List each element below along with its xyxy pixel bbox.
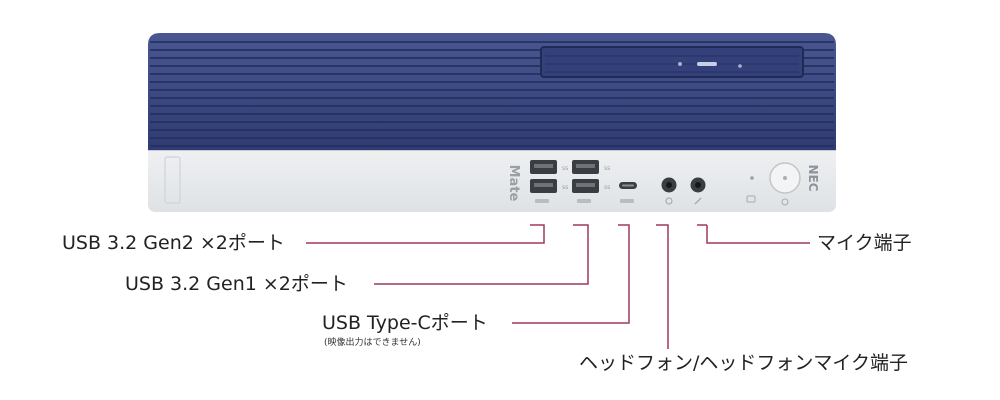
emergency-eject-hole-icon bbox=[738, 64, 742, 68]
usb-gen2-ports: ss ss bbox=[530, 160, 568, 203]
callout-usb-gen1: USB 3.2 Gen1 ×2ポート bbox=[125, 273, 348, 295]
leader-mic bbox=[697, 224, 810, 244]
usb-ss-icon: ss bbox=[604, 165, 610, 172]
drive-access-icon bbox=[746, 195, 756, 203]
mate-logo: Mate bbox=[506, 165, 521, 202]
callout-headphone: ヘッドフォン/ヘッドフォンマイク端子 bbox=[579, 352, 909, 374]
front-panel bbox=[148, 150, 836, 212]
vent-grille bbox=[150, 41, 834, 147]
headset-icon bbox=[665, 197, 673, 205]
power-button[interactable] bbox=[769, 162, 801, 194]
eject-button[interactable] bbox=[697, 62, 717, 66]
usb-ss-icon: ss bbox=[604, 184, 610, 191]
optical-drive-bay bbox=[540, 46, 804, 78]
usb-ss-icon: ss bbox=[562, 165, 568, 172]
leader-usb-gen2 bbox=[306, 224, 545, 244]
callout-mic: マイク端子 bbox=[817, 232, 912, 254]
usb-symbol-icon bbox=[577, 199, 591, 203]
usb-symbol-icon bbox=[535, 199, 549, 203]
usb-ss-icon: ss bbox=[562, 184, 568, 191]
leader-usb-gen1 bbox=[374, 224, 589, 285]
leader-headphone bbox=[656, 224, 669, 349]
leader-lines bbox=[306, 224, 810, 349]
nec-logo: NEC bbox=[806, 164, 820, 191]
usb-symbol-icon bbox=[620, 199, 634, 203]
card-reader-cover bbox=[164, 156, 181, 204]
chassis-top bbox=[148, 33, 836, 150]
usb-typec-port bbox=[619, 182, 637, 203]
drive-led-icon bbox=[678, 62, 682, 66]
usb-gen1-ports: ss ss bbox=[572, 160, 610, 203]
status-led-icon bbox=[750, 176, 754, 180]
leader-usb-typec bbox=[512, 224, 630, 324]
headphone-jack bbox=[661, 177, 677, 205]
power-symbol-icon bbox=[781, 198, 789, 206]
callout-usb-gen2: USB 3.2 Gen2 ×2ポート bbox=[62, 232, 285, 254]
callout-usb-typec: USB Type-Cポート bbox=[322, 312, 488, 334]
callout-usb-typec-note: (映像出力はできません) bbox=[324, 338, 421, 348]
mic-jack bbox=[690, 177, 706, 205]
microphone-icon bbox=[694, 197, 702, 205]
